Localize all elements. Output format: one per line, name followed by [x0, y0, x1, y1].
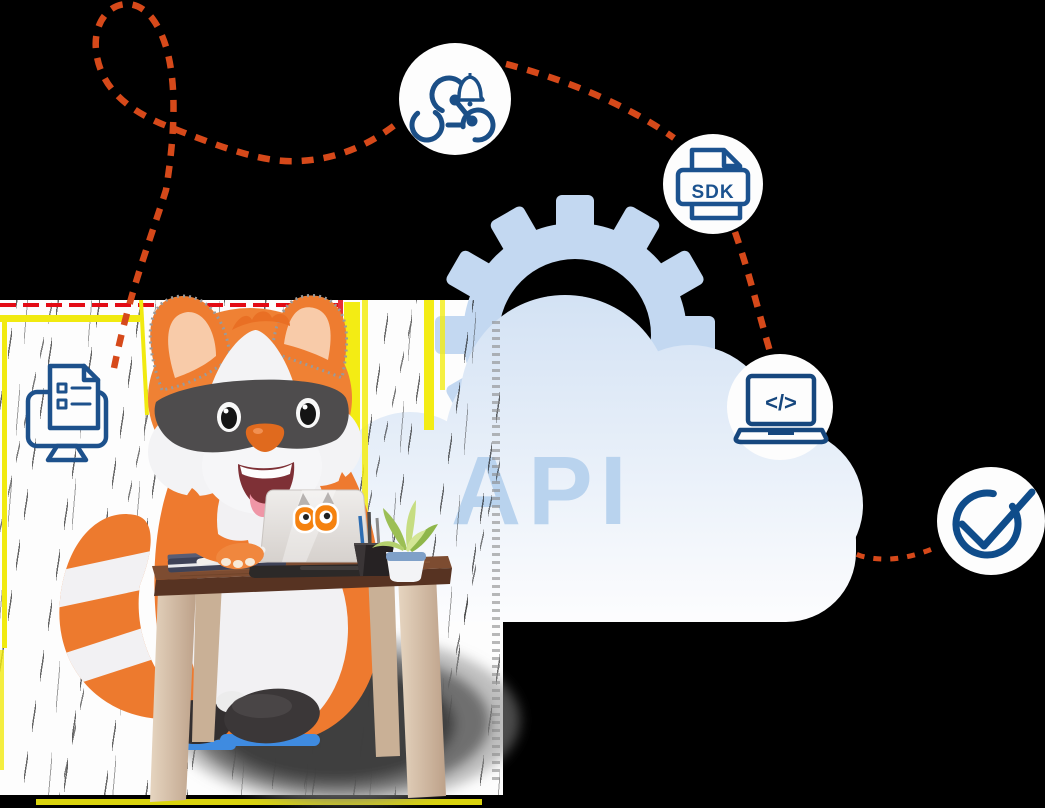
dotted-path-loop-to-webhook	[92, 1, 403, 369]
mascot-head	[148, 294, 362, 518]
webhook-bell-icon	[399, 43, 511, 155]
bell-icon	[455, 73, 485, 107]
sdk-file-icon: SDK	[663, 134, 763, 234]
dotted-path-sdk-to-laptop	[731, 230, 775, 356]
sdk-label: SDK	[691, 182, 734, 203]
fox-mascot	[59, 294, 520, 805]
check-circle-icon	[937, 467, 1045, 575]
glitch-bottom-strip	[36, 799, 482, 805]
dotted-connector-paths	[92, 1, 775, 369]
monitor-checklist-icon	[25, 363, 109, 463]
laptop-code-icon: </>	[727, 354, 833, 460]
dotted-path-webhook-to-sdk	[505, 60, 676, 141]
code-glyph: </>	[765, 390, 797, 415]
